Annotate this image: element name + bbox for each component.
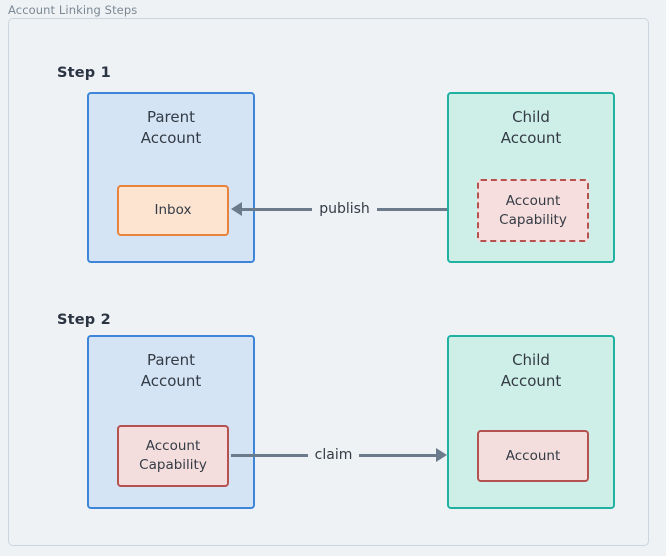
arrow-line-right-segment (359, 453, 437, 457)
step-1-account-capability-box[interactable]: Account Capability (477, 179, 589, 242)
step-2-child-account-title: Child Account (500, 351, 562, 391)
diagram-panel: Step 1 Parent Account Inbox Child Accoun… (8, 18, 649, 546)
panel-title: Account Linking Steps (8, 3, 138, 17)
step-1-inbox-box[interactable]: Inbox (117, 185, 229, 236)
arrow-line-left-segment (231, 453, 308, 457)
arrow-head-right-icon (436, 448, 448, 462)
step-2-claim-arrow: claim (231, 444, 448, 466)
step-2-arrow-label: claim (314, 447, 353, 463)
step-2-account-capability-box[interactable]: Account Capability (117, 425, 229, 487)
step-1-child-account-title: Child Account (500, 108, 562, 148)
arrow-line-right-segment (376, 207, 447, 211)
step-1-parent-account-title: Parent Account (140, 108, 202, 148)
step-2-account-box[interactable]: Account (477, 430, 589, 482)
step-2-child-account-box[interactable]: Child Account Account (447, 335, 615, 509)
step-2-parent-account-title: Parent Account (140, 351, 202, 391)
step-2-label: Step 2 (57, 312, 111, 328)
step-2-parent-account-box[interactable]: Parent Account Account Capability (87, 335, 255, 509)
arrow-line-left-segment (242, 207, 313, 211)
step-1-publish-arrow: publish (231, 198, 447, 220)
arrow-head-left-icon (231, 202, 242, 216)
step-1-child-account-box[interactable]: Child Account Account Capability (447, 92, 615, 263)
step-1-parent-account-box[interactable]: Parent Account Inbox (87, 92, 255, 263)
step-1-label: Step 1 (57, 65, 111, 81)
step-1-arrow-label: publish (319, 201, 370, 217)
